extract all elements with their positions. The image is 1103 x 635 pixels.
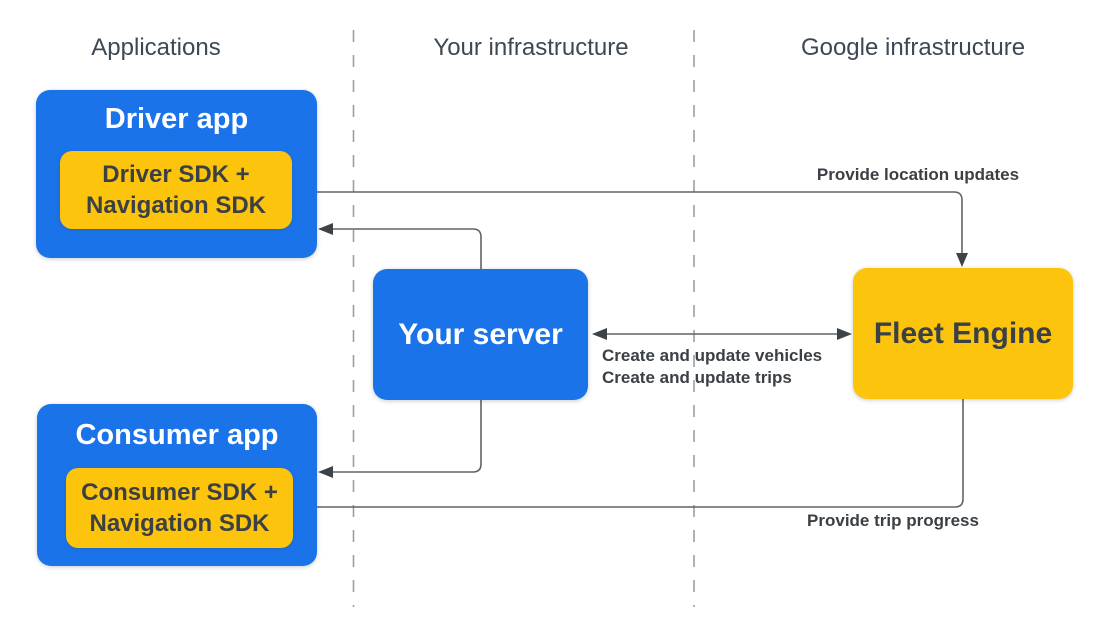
connector-fleet-engine-to-consumer-sdk (308, 399, 964, 508)
connector-driver-sdk-to-fleet-engine (292, 191, 963, 254)
fleet-engine-node: Fleet Engine (853, 268, 1073, 399)
consumer-sdk-label-line1: Consumer SDK + (81, 479, 278, 506)
edge-label-create-vehicles: Create and update vehicles (602, 346, 823, 365)
arrowhead-left-driver-app (318, 223, 333, 235)
consumer-app-node: Consumer app Consumer SDK + Navigation S… (37, 404, 317, 566)
arrowhead-down-fleet-engine (956, 253, 968, 267)
edge-label-create-trips: Create and update trips (602, 368, 792, 387)
connector-your-server-to-driver-app (332, 228, 482, 269)
connector-your-server-to-consumer-app (332, 400, 482, 473)
driver-sdk-box: Driver SDK + Navigation SDK (60, 151, 292, 229)
driver-sdk-label-line1: Driver SDK + (102, 161, 250, 188)
consumer-sdk-box: Consumer SDK + Navigation SDK (66, 468, 293, 548)
driver-app-title: Driver app (104, 103, 249, 135)
edge-label-provide-location-updates: Provide location updates (816, 165, 1020, 184)
your-server-title: Your server (398, 317, 563, 351)
column-header-applications: Applications (91, 34, 221, 61)
column-header-your-infrastructure: Your infrastructure (433, 34, 629, 61)
edge-label-create-and-update: Create and update vehicles Create and up… (602, 345, 822, 389)
arrowhead-left-your-server (592, 328, 607, 340)
your-server-node: Your server (373, 269, 588, 400)
arrowhead-right-fleet-engine (837, 328, 852, 340)
consumer-sdk-label-line2: Navigation SDK (89, 510, 270, 537)
arrowhead-left-consumer-app (318, 466, 333, 478)
driver-app-node: Driver app Driver SDK + Navigation SDK (36, 90, 317, 258)
column-header-google-infrastructure: Google infrastructure (800, 34, 1026, 61)
fleet-engine-title: Fleet Engine (873, 316, 1053, 350)
driver-sdk-label-line2: Navigation SDK (85, 192, 267, 219)
edge-label-provide-trip-progress: Provide trip progress (807, 511, 979, 530)
consumer-app-title: Consumer app (75, 419, 279, 451)
